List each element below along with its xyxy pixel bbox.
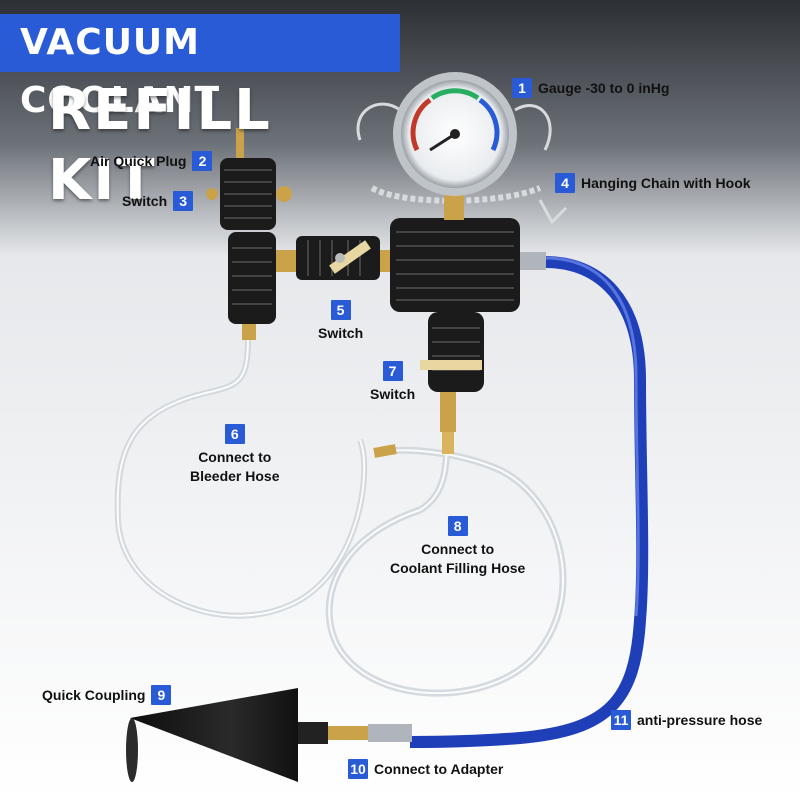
lower-switch-body — [428, 312, 484, 392]
callout-text: Gauge -30 to 0 inHg — [538, 80, 670, 96]
callout-text: Air Quick Plug — [90, 153, 187, 169]
callout-text-line1: Connect to — [421, 541, 495, 557]
callout-number: 4 — [555, 173, 575, 193]
callout-bleeder-hose: 6 Connect to Bleeder Hose — [190, 424, 279, 486]
callout-text: Switch — [370, 386, 416, 402]
callout-switch-7: 7 Switch — [370, 361, 415, 404]
callout-text-line1: Connect to — [198, 449, 272, 465]
callout-number: 5 — [330, 300, 351, 320]
callout-text-line2: Coolant Filling Hose — [390, 560, 526, 576]
title-banner: VACUUM COOLANT — [0, 14, 400, 121]
callout-text: Switch — [318, 325, 364, 341]
callout-number: 7 — [382, 361, 403, 381]
callout-number: 3 — [173, 191, 194, 211]
callout-gauge: 1 Gauge -30 to 0 inHg — [512, 78, 669, 98]
callout-text: Quick Coupling — [42, 687, 146, 703]
callout-number: 1 — [512, 78, 532, 98]
cone-adapter — [130, 688, 298, 782]
callout-text: Connect to Adapter — [374, 761, 504, 777]
callout-anti-pressure-hose: 11 anti-pressure hose — [611, 710, 762, 730]
callout-text-line2: Bleeder Hose — [190, 468, 280, 484]
callout-hanging-chain: 4 Hanging Chain with Hook — [555, 173, 751, 193]
callout-text: Hanging Chain with Hook — [581, 175, 751, 191]
callout-text: anti-pressure hose — [637, 712, 763, 728]
brass-coupling — [328, 726, 368, 740]
callout-number: 2 — [192, 151, 213, 171]
callout-coolant-filling-hose: 8 Connect to Coolant Filling Hose — [390, 516, 525, 578]
callout-number: 11 — [611, 710, 631, 730]
callout-number: 9 — [151, 685, 172, 705]
valve-body-lower — [228, 232, 276, 324]
callout-switch-3: Switch 3 — [122, 191, 194, 211]
callout-text: Switch — [122, 193, 168, 209]
callout-connect-adapter: 10 Connect to Adapter — [348, 759, 503, 779]
callout-quick-coupling: Quick Coupling 9 — [42, 685, 172, 705]
callout-switch-5: 5 Switch — [318, 300, 363, 343]
title-subtitle: REFILL KIT — [48, 78, 272, 213]
callout-air-quick-plug: Air Quick Plug 2 — [90, 151, 213, 171]
callout-number: 6 — [224, 424, 245, 444]
callout-number: 10 — [348, 759, 368, 779]
callout-number: 8 — [447, 516, 468, 536]
